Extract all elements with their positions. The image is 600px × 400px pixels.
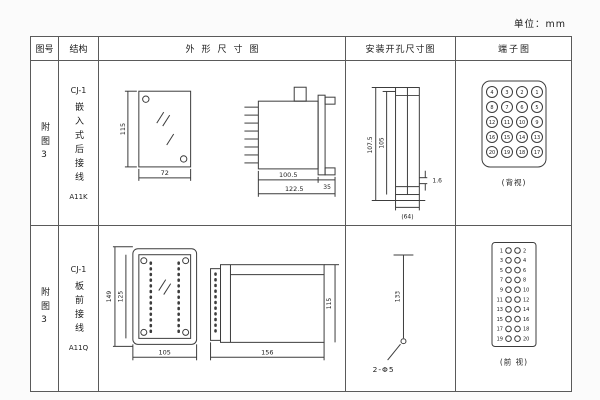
dim-height-115: 115 [119, 123, 127, 135]
outline-drawing-a11q: 149 125 105 156 115 [106, 246, 340, 361]
cell-fig-no-row1: 附图3 [31, 61, 59, 226]
svg-text:1: 1 [500, 248, 503, 254]
svg-text:9: 9 [500, 288, 503, 294]
model-row2: CJ-1 [70, 265, 87, 274]
dim-side-height-115: 115 [326, 298, 333, 310]
svg-text:4: 4 [490, 90, 493, 96]
model-row1: CJ-1 [70, 85, 87, 95]
dim-gap-1-6: 1.6 [432, 178, 442, 185]
mount-type-row1: 嵌入式后接线 [73, 101, 83, 186]
svg-text:8: 8 [490, 105, 493, 111]
dim-front-width-105: 105 [159, 348, 171, 356]
svg-text:14: 14 [519, 135, 525, 141]
svg-text:5: 5 [500, 268, 503, 274]
svg-text:12: 12 [489, 120, 495, 126]
front-view-a11k [124, 90, 192, 181]
side-view-a11q [210, 264, 340, 361]
cell-structure-row2: CJ-1 板前接线 A11Q [59, 226, 99, 391]
svg-text:20: 20 [523, 337, 529, 343]
svg-text:3: 3 [505, 90, 508, 96]
front-view-a11q [112, 246, 198, 361]
svg-text:13: 13 [497, 307, 503, 313]
terminal-view-label-front: (前 视) [500, 357, 528, 367]
hole-spec-2-phi5: 2-Φ5 [373, 365, 395, 374]
cell-fig-no-row2: 附图3 [31, 226, 59, 391]
terminal-view-label-rear: (背视) [502, 177, 527, 187]
dim-width-72: 72 [161, 169, 169, 177]
header-outline: 外形尺寸图 [99, 37, 346, 61]
code-row1: A11K [69, 192, 88, 201]
unit-label: 单位：mm [513, 19, 566, 30]
svg-text:20: 20 [489, 150, 495, 156]
svg-text:11: 11 [497, 297, 503, 303]
svg-text:6: 6 [523, 268, 526, 274]
header-mounting: 安装开孔尺寸图 [346, 37, 456, 61]
svg-text:15: 15 [497, 317, 503, 323]
mounting-drawing-a11q: 133 2-Φ5 [373, 254, 414, 374]
svg-text:6: 6 [520, 105, 523, 111]
svg-text:2: 2 [520, 90, 523, 96]
svg-text:15: 15 [504, 135, 510, 141]
cell-outline-row2: 149 125 105 156 115 [99, 226, 346, 391]
svg-text:8: 8 [523, 278, 526, 284]
svg-text:7: 7 [505, 105, 508, 111]
dim-total-122-5: 122.5 [285, 185, 304, 193]
header-fig-no: 图号 [31, 37, 59, 61]
dim-body-100-5: 100.5 [279, 171, 298, 179]
svg-text:14: 14 [523, 307, 529, 313]
svg-text:5: 5 [535, 105, 538, 111]
svg-text:12: 12 [523, 297, 529, 303]
svg-text:16: 16 [489, 135, 495, 141]
mounting-drawing-a11k: 107.5 105 1.6 (64) [367, 87, 442, 220]
svg-text:11: 11 [504, 120, 510, 126]
svg-text:19: 19 [497, 337, 503, 343]
dim-inner-125: 125 [117, 291, 124, 303]
header-structure: 结构 [59, 37, 99, 61]
dim-inner-105: 105 [379, 137, 386, 149]
cutout-profile-a11k [371, 87, 428, 211]
dim-pitch-133: 133 [395, 291, 402, 303]
terminal-plug-outline [481, 80, 547, 168]
svg-text:7: 7 [500, 278, 503, 284]
cell-mounting-row1: 107.5 105 1.6 (64) [346, 61, 456, 226]
dim-outer-107-5: 107.5 [367, 136, 374, 153]
cell-outline-row1: 115 72 100.5 35 122.5 [99, 61, 346, 226]
svg-text:3: 3 [500, 258, 503, 264]
fig-no-row1: 附图3 [39, 121, 49, 165]
dim-width-64: (64) [401, 213, 413, 220]
dim-outer-149: 149 [106, 291, 113, 303]
svg-text:18: 18 [519, 150, 525, 156]
svg-text:10: 10 [519, 120, 525, 126]
header-terminal: 端子图 [456, 37, 571, 61]
cell-structure-row1: CJ-1 嵌入式后接线 A11K [59, 61, 99, 226]
dim-flange-35: 35 [323, 184, 331, 191]
side-view-a11k [244, 86, 336, 197]
hole-pitch-lines [387, 254, 414, 361]
fig-no-row2: 附图3 [39, 287, 49, 330]
svg-text:9: 9 [535, 120, 538, 126]
svg-text:2: 2 [523, 248, 526, 254]
svg-text:1: 1 [535, 90, 538, 96]
spec-table: 图号 结构 外形尺寸图 安装开孔尺寸图 端子图 附图3 CJ-1 嵌入式后接线 … [30, 36, 572, 392]
code-row2: A11Q [68, 344, 89, 352]
svg-text:13: 13 [534, 135, 540, 141]
svg-text:17: 17 [497, 327, 503, 333]
svg-text:4: 4 [523, 258, 526, 264]
svg-text:10: 10 [523, 288, 529, 294]
terminal-strip-outline [491, 242, 537, 347]
cell-mounting-row2: 133 2-Φ5 [346, 226, 456, 391]
mount-type-row2: 板前接线 [73, 281, 83, 337]
outline-drawing-a11k: 115 72 100.5 35 122.5 [119, 86, 336, 197]
svg-text:17: 17 [534, 150, 540, 156]
dim-side-length-156: 156 [261, 348, 273, 356]
svg-text:19: 19 [504, 150, 510, 156]
svg-text:16: 16 [523, 317, 529, 323]
svg-text:18: 18 [523, 327, 529, 333]
